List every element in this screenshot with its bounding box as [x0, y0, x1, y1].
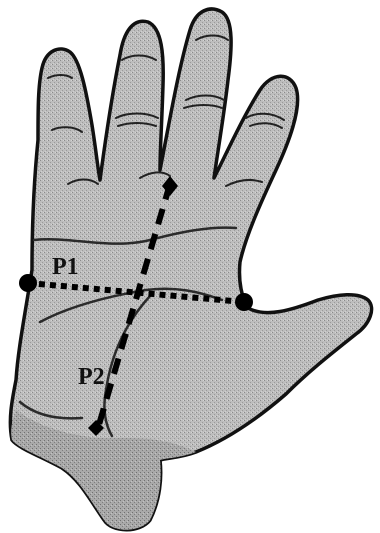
p1-right-endpoint [235, 293, 253, 311]
p1-left-endpoint [19, 274, 37, 292]
p1-label: P1 [52, 254, 79, 280]
p2-label: P2 [78, 364, 105, 390]
